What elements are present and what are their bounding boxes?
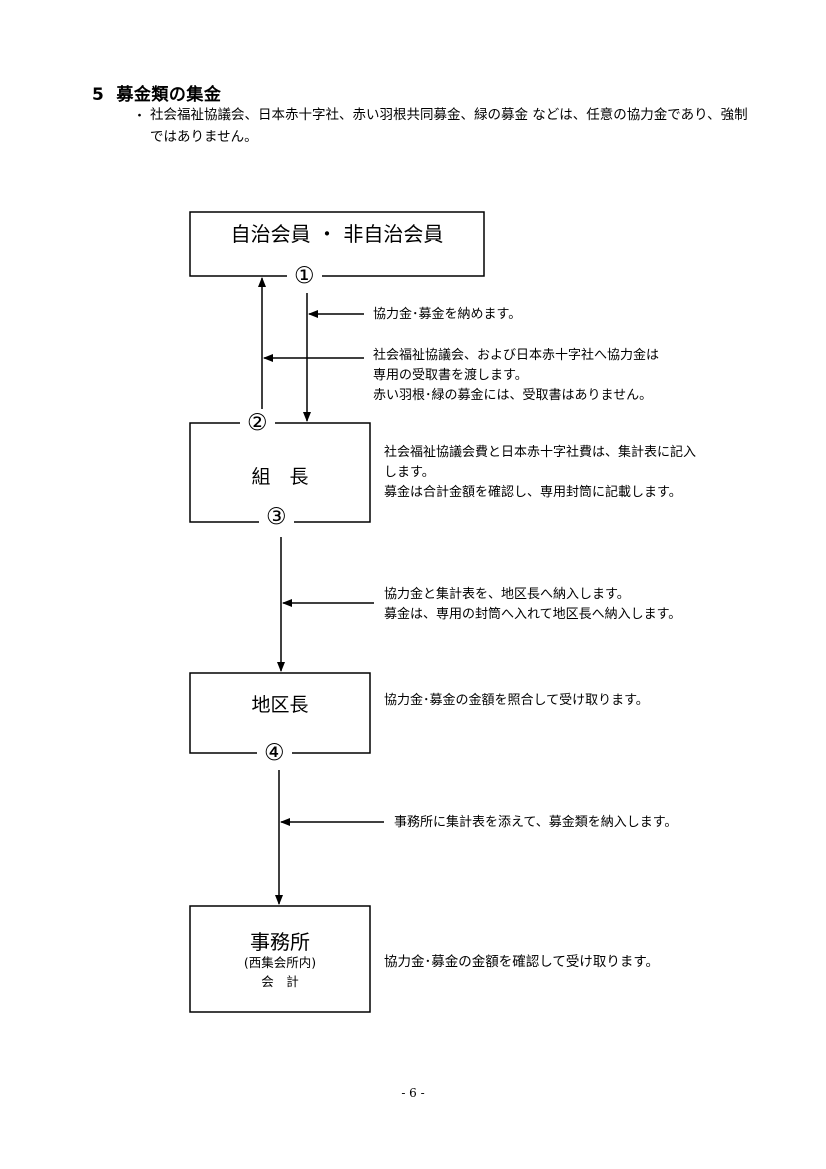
note-pay: 協力金･募金を納めます。 — [373, 307, 522, 322]
section-number: 5 — [92, 85, 105, 105]
box-members-label: 自治会員 ・ 非自治会員 — [230, 222, 444, 246]
box-district-leader-label: 地区長 — [251, 694, 309, 716]
note-office-check: 協力金･募金の金額を確認して受け取ります。 — [384, 954, 659, 970]
note-to-district-line1: 協力金と集計表を、地区長へ納入します。 — [384, 587, 630, 602]
note-leader-line3: 募金は合計金額を確認し、専用封筒に記載します。 — [384, 485, 682, 500]
box-members-outline — [189, 211, 485, 277]
note-district-check: 協力金･募金の金額を照合して受け取ります。 — [384, 693, 649, 708]
box-office-sub2: 会 計 — [261, 974, 299, 989]
marker-2: ② — [240, 409, 275, 437]
note-receipt-line1: 社会福祉協議会、および日本赤十字社へ協力金は — [373, 348, 660, 363]
marker-4: ④ — [257, 739, 292, 767]
section-heading: 5 募金類の集金 — [92, 80, 221, 105]
box-office-outline — [189, 905, 371, 1013]
box-office-label: 事務所 — [250, 930, 310, 954]
page-number: - 6 - — [401, 1086, 425, 1100]
note-leader-line1: 社会福祉協議会費と日本赤十字社費は、集計表に記入 — [384, 445, 697, 460]
note-leader-line2: します。 — [384, 465, 435, 480]
note-receipt-line3: 赤い羽根･緑の募金には、受取書はありません。 — [373, 388, 653, 403]
marker-3: ③ — [259, 503, 294, 531]
box-group-leader-outline — [189, 422, 371, 523]
marker-1: ① — [287, 262, 322, 290]
note-to-district-line2: 募金は、専用の封筒へ入れて地区長へ納入します。 — [384, 607, 682, 622]
note-receipt-line2: 専用の受取書を渡します。 — [373, 368, 528, 383]
note-to-office: 事務所に集計表を添えて、募金類を納入します。 — [394, 815, 678, 830]
box-office-sub1: (西集会所内) — [243, 955, 317, 970]
section-title: 募金類の集金 — [116, 85, 222, 105]
bullet-text: 社会福祉協議会、日本赤十字社、赤い羽根共同募金、緑の募金 などは、任意の協力金で… — [150, 107, 748, 145]
box-group-leader-label: 組 長 — [251, 466, 309, 488]
box-district-leader-outline — [189, 672, 371, 754]
bullet-mark: ・ — [133, 109, 147, 124]
